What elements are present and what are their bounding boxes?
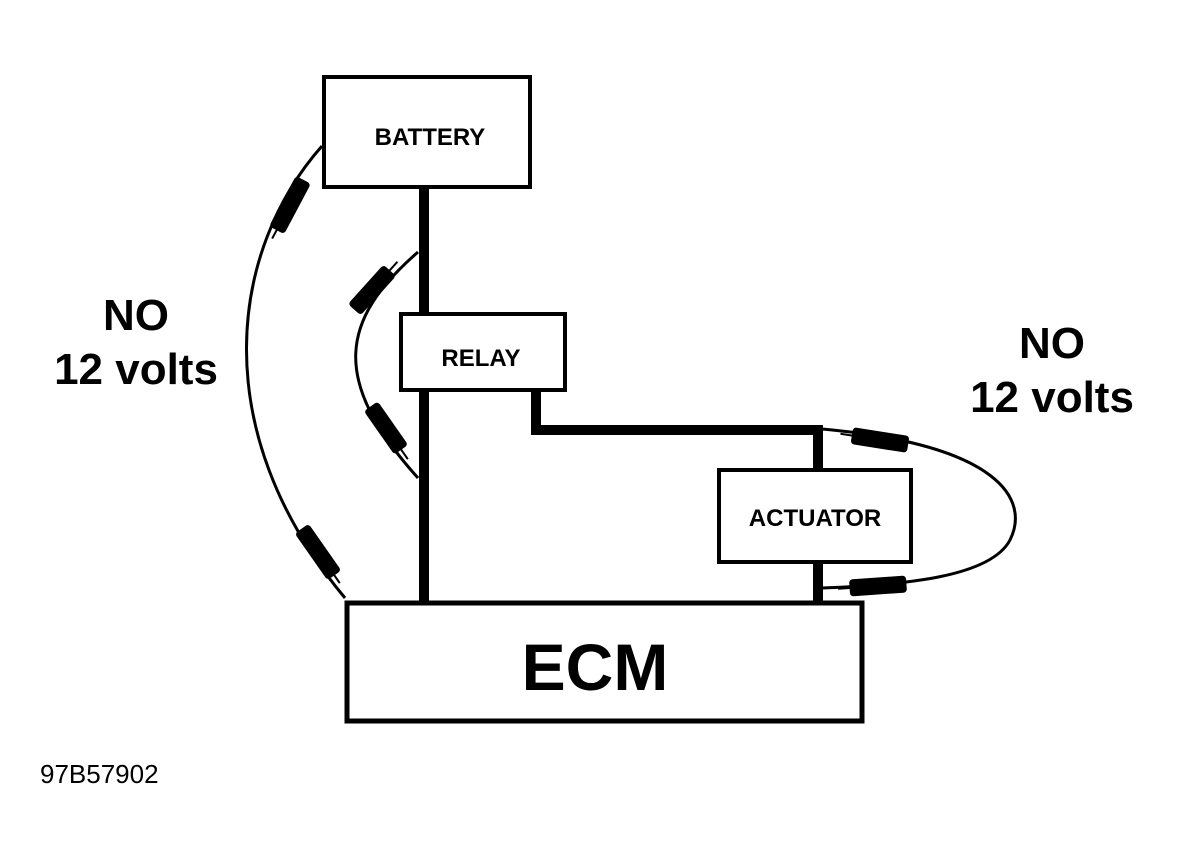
circuit-wires bbox=[419, 188, 823, 603]
probe-icon bbox=[349, 261, 399, 314]
probe-icon bbox=[840, 427, 909, 453]
probe-icon bbox=[296, 525, 341, 584]
battery-label: BATTERY bbox=[375, 124, 486, 151]
test-lead-battery-ecm bbox=[245, 145, 347, 599]
actuator-label: ACTUATOR bbox=[749, 505, 881, 532]
note-left-line2: 12 volts bbox=[54, 345, 218, 394]
battery-box: BATTERY bbox=[322, 75, 532, 189]
note-right-line1: NO bbox=[1019, 319, 1085, 368]
note-right: NO 12 volts bbox=[970, 319, 1134, 422]
relay-box: RELAY bbox=[399, 312, 567, 392]
note-left: NO 12 volts bbox=[54, 291, 218, 394]
note-right-line2: 12 volts bbox=[970, 373, 1134, 422]
actuator-box: ACTUATOR bbox=[717, 468, 913, 564]
figure-id: 97B57902 bbox=[40, 759, 159, 789]
ecm-label: ECM bbox=[522, 630, 669, 704]
test-lead-actuator bbox=[821, 427, 1017, 597]
note-left-line1: NO bbox=[103, 291, 169, 340]
probe-icon bbox=[270, 177, 310, 240]
test-lead-relay-bypass bbox=[349, 250, 420, 480]
wire-relay-to-actuator bbox=[531, 390, 823, 470]
relay-label: RELAY bbox=[441, 345, 520, 372]
probe-icon bbox=[838, 575, 907, 597]
probe-icon bbox=[365, 402, 409, 460]
ecm-box: ECM bbox=[344, 600, 865, 724]
